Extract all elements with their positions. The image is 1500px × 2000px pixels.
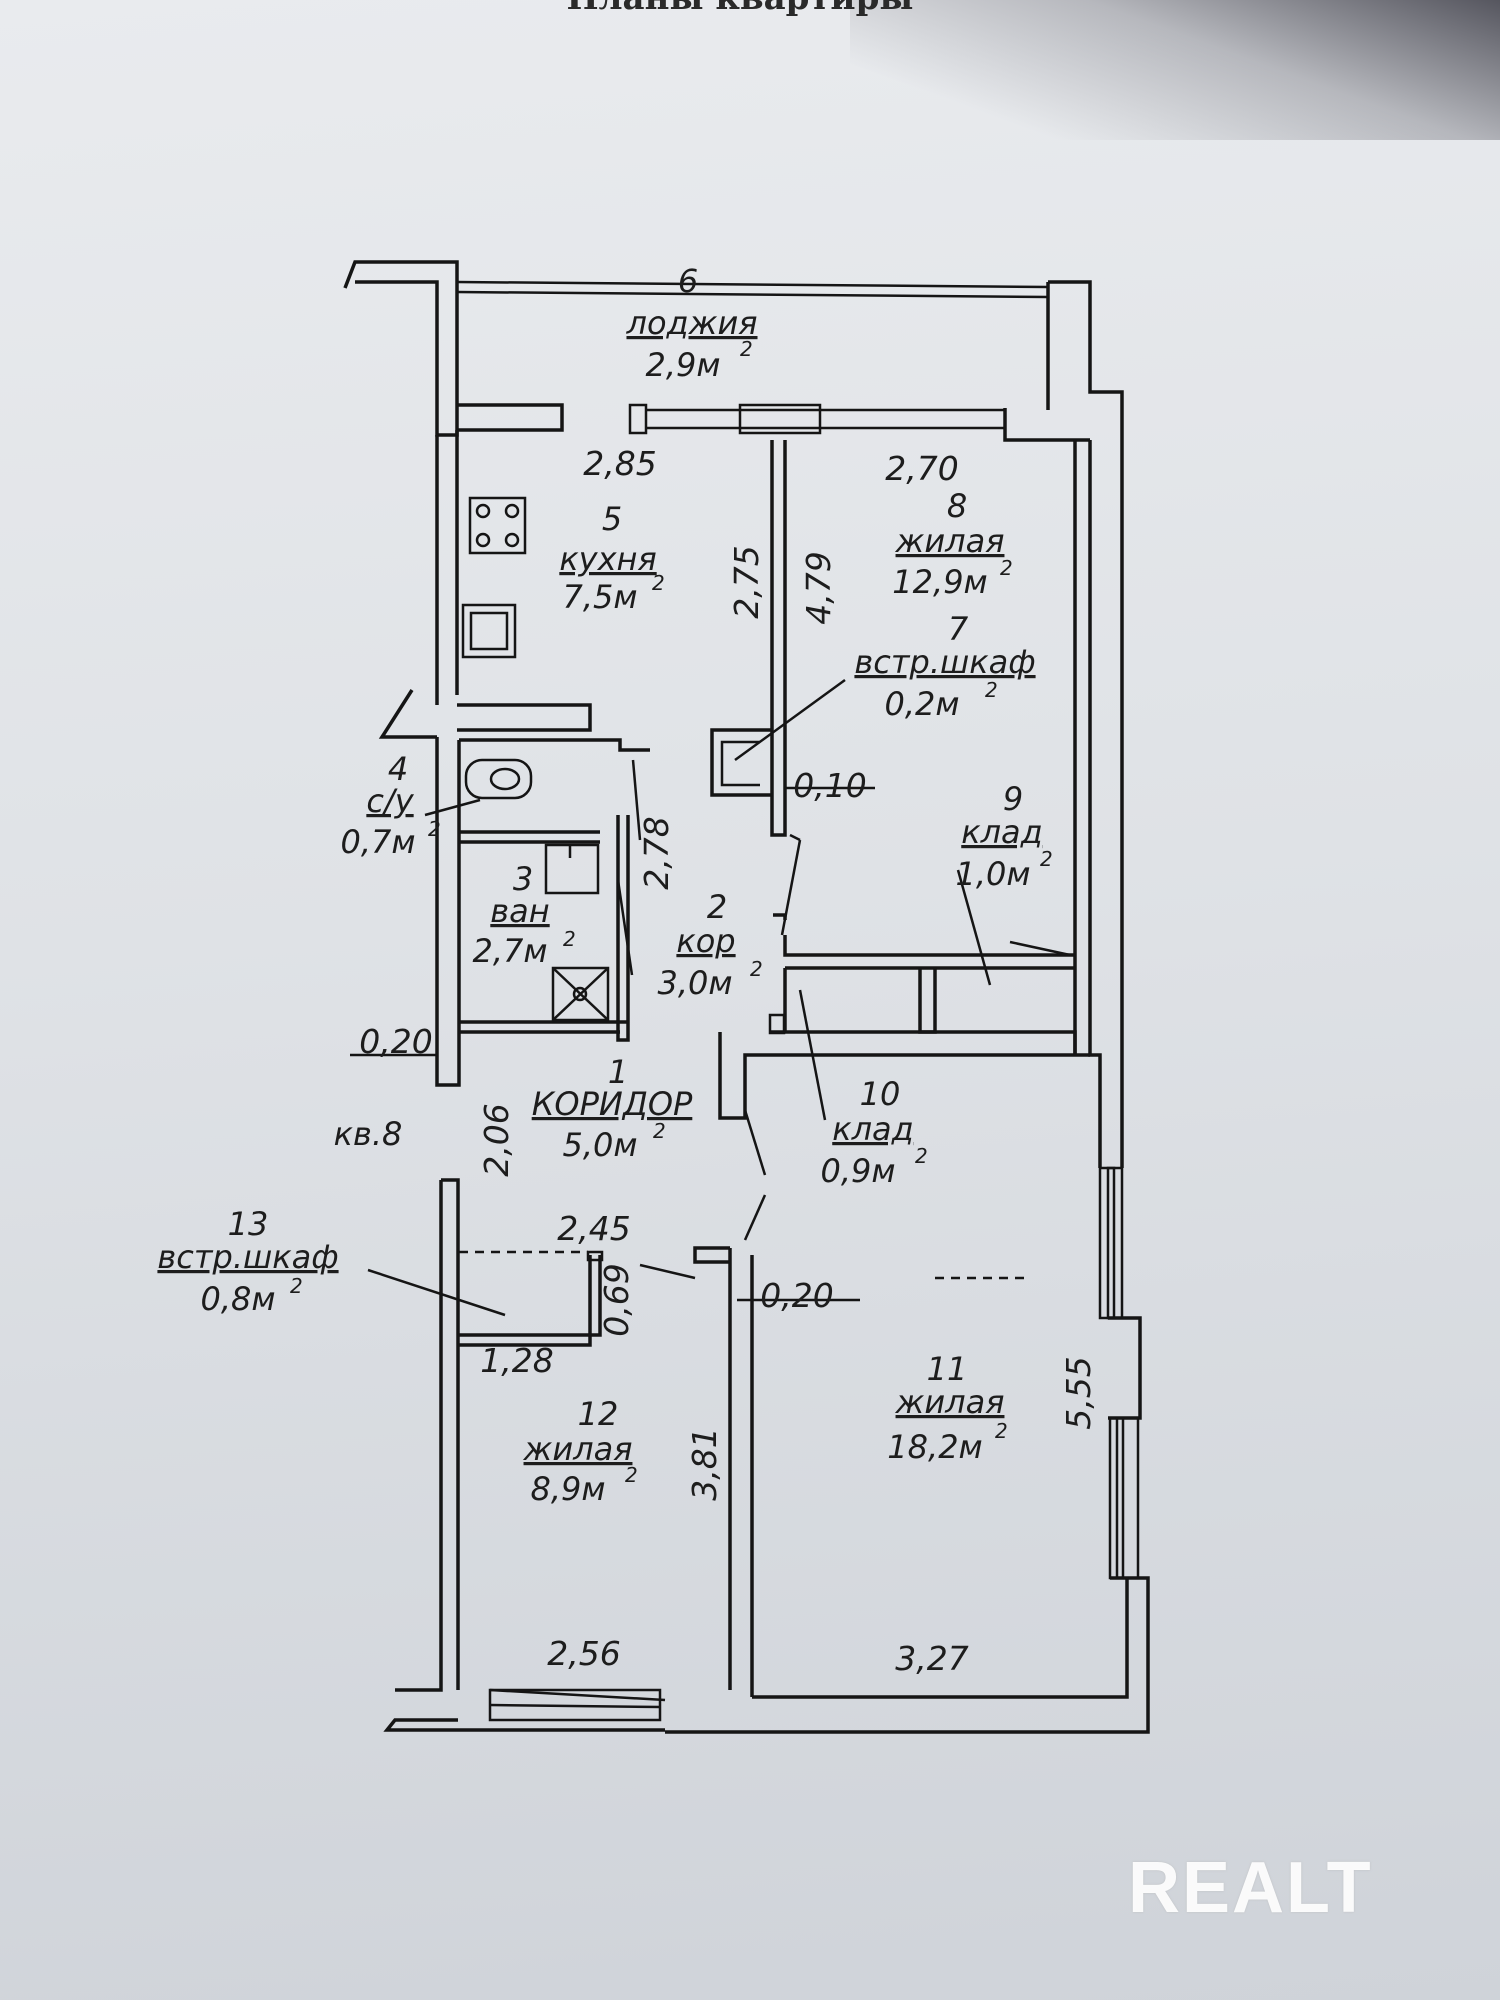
dim-room12-depth: 3,81 [685,1427,724,1500]
svg-text:5: 5 [602,500,622,538]
svg-text:4: 4 [388,750,408,788]
interior-walls [459,440,1090,1697]
svg-text:2,7м: 2,7м [472,932,547,970]
dim-room12-width: 2,56 [547,1634,620,1673]
room-label-1: 1 КОРИДОР 5,0м 2 [532,1053,693,1164]
svg-text:18,2м: 18,2м [887,1428,982,1466]
svg-text:6: 6 [678,262,698,300]
svg-text:2: 2 [428,817,441,841]
dim-wall-left: 0,20 [359,1022,432,1061]
room-label-8: 8 жилая 12,9м 2 [892,487,1012,601]
svg-text:встр.шкаф: встр.шкаф [854,643,1035,681]
room-label-7: 7 встр.шкаф 0,2м 2 [854,610,1035,723]
svg-text:2,9м: 2,9м [645,346,720,384]
svg-text:5,0м: 5,0м [562,1126,637,1164]
svg-text:КОРИДОР: КОРИДОР [532,1085,693,1123]
dim-room11-width: 3,27 [895,1639,968,1678]
svg-text:2: 2 [1000,556,1013,580]
svg-text:2: 2 [652,571,665,595]
room-label-4: 4 с/у 0,7м 2 [340,750,440,861]
svg-text:0,8м: 0,8м [200,1280,275,1318]
svg-text:2: 2 [625,1463,638,1487]
dim-closet13-depth: 0,69 [597,1263,636,1336]
svg-text:13: 13 [228,1205,269,1243]
svg-text:7,5м: 7,5м [562,578,637,616]
svg-text:10: 10 [860,1075,901,1113]
svg-text:с/у: с/у [366,782,414,820]
svg-text:8: 8 [947,487,967,525]
svg-text:жилая: жилая [895,1383,1005,1421]
page-edge-shadow [850,0,1500,140]
svg-text:2: 2 [1040,847,1053,871]
svg-text:2: 2 [915,1144,928,1168]
svg-text:12: 12 [578,1395,619,1433]
svg-text:2: 2 [653,1119,666,1143]
svg-text:1: 1 [608,1053,628,1091]
svg-text:кухня: кухня [559,540,656,578]
svg-text:2: 2 [750,957,763,981]
svg-text:лоджия: лоджия [625,304,757,342]
room-label-2: 2 кор 3,0м 2 [657,888,762,1002]
shower-icon [551,966,610,1022]
svg-text:встр.шкаф: встр.шкаф [157,1238,338,1276]
room-label-9: 9 клад 1,0м 2 [955,780,1052,893]
svg-text:2: 2 [995,1419,1008,1443]
stove-icon [468,496,527,555]
dim-wall-mid: 0,20 [760,1276,833,1315]
svg-text:жилая: жилая [523,1430,633,1468]
dim-kitchen-width: 2,85 [583,444,656,483]
kitchen-sink-icon [461,603,517,659]
svg-text:8,9м: 8,9м [530,1470,605,1508]
svg-text:2: 2 [707,888,727,926]
svg-text:клад: клад [961,813,1043,851]
svg-text:2: 2 [290,1274,303,1298]
room-label-6: 6 лоджия 2,9м 2 [625,262,757,384]
svg-text:7: 7 [948,610,969,648]
dim-closet13-width: 1,28 [480,1341,553,1380]
svg-text:0,2м: 0,2м [884,685,959,723]
room-label-3: 3 ван 2,7м 2 [472,860,575,970]
svg-text:3: 3 [513,860,533,898]
svg-text:0,7м: 0,7м [340,823,415,861]
door-swings [459,759,1030,1302]
room-label-12: 12 жилая 8,9м 2 [523,1395,638,1508]
svg-text:кор: кор [676,922,735,960]
svg-text:3,0м: 3,0м [657,964,732,1002]
dim-kitchen-depth: 2,75 [727,545,766,618]
room-label-13: 13 встр.шкаф 0,8м 2 [157,1205,338,1318]
leader-lines [350,678,992,1317]
svg-text:0,9м: 0,9м [820,1152,895,1190]
dim-corridor-length: 2,06 [477,1103,516,1176]
closet-7-shape [710,728,772,797]
dim-room11-depth: 5,55 [1059,1356,1098,1429]
svg-text:жилая: жилая [895,522,1005,560]
svg-text:2: 2 [740,337,753,361]
room-label-10: 10 клад 0,9м 2 [820,1075,927,1190]
svg-text:2: 2 [985,678,998,702]
page-heading-cut: Планы квартиры [480,0,1000,18]
washbasin-icon [544,843,600,895]
svg-text:ван: ван [490,892,549,930]
dim-room8-depth: 4,79 [799,551,838,624]
svg-text:2: 2 [563,927,576,951]
svg-text:клад: клад [832,1110,914,1148]
apartment-label: кв.8 [334,1115,403,1153]
svg-text:9: 9 [1003,780,1023,818]
dim-bath-depth: 2,78 [637,816,676,889]
room-label-11: 11 жилая 18,2м 2 [887,1350,1007,1466]
room-label-5: 5 кухня 7,5м 2 [559,500,664,616]
toilet-icon [464,758,533,800]
exterior-walls [343,260,1150,1734]
dim-corridor-width: 2,45 [557,1209,630,1248]
svg-text:12,9м: 12,9м [892,563,987,601]
fixtures [461,496,610,1022]
dimension-labels: 2,85 2,70 2,75 4,79 0,10 2,78 0,20 2,06 … [359,444,1098,1678]
realt-watermark-logo: REALT [1128,1848,1373,1928]
dim-room8-width: 2,70 [885,449,958,488]
svg-text:11: 11 [927,1350,968,1388]
svg-text:1,0м: 1,0м [955,855,1030,893]
dim-wall-010: 0,10 [793,766,866,805]
